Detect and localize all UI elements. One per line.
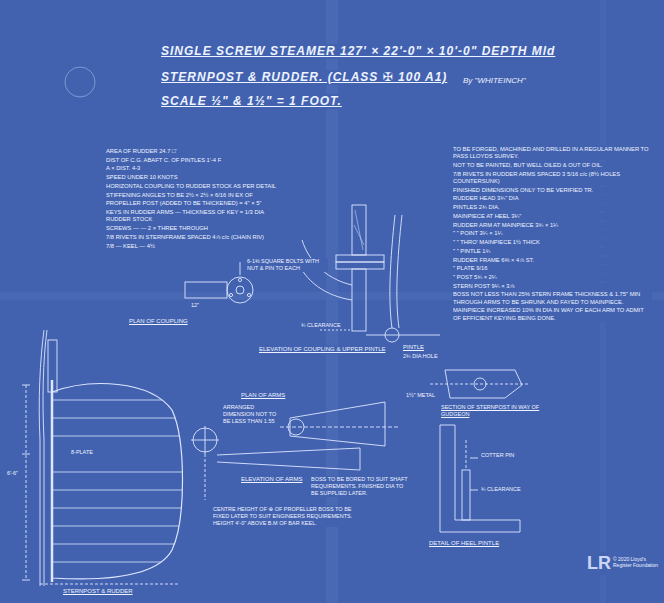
drawing-title: SINGLE SCREW STEAMER 127' × 22'-0" × 10'… [160, 44, 556, 59]
drawing-note: 1½" METAL [405, 392, 436, 399]
spec-note: SCREWS — — 2 × THREE THROUGH [105, 225, 290, 232]
view-title: PINTLE [402, 344, 425, 352]
drawing-note: ¾ CLEARANCE [300, 322, 342, 329]
spec-note: 7/8 RIVETS IN RUDDER ARMS SPACED 3 5/16 … [452, 171, 652, 185]
drawing-note: CENTRE HEIGHT OF ⊕ OF PROPELLER BOSS TO … [212, 506, 364, 527]
drawing-note: BOSS TO BE BORED TO SUIT SHAFT REQUIREME… [310, 476, 412, 497]
drawing-title: SCALE ½" & 1½" = 1 FOOT. [160, 94, 343, 109]
spec-note: " PLATE 9/16 [452, 265, 652, 272]
spec-note: TO BE FORGED, MACHINED AND DRILLED IN A … [452, 146, 652, 160]
view-title: STERNPOST & RUDDER [62, 588, 134, 596]
spec-note: PROPELLER POST (ADDED TO BE THICKENED) =… [105, 200, 290, 207]
view-title: ELEVATION OF ARMS [240, 476, 303, 484]
spec-note: " " THRO' MAINPIECE 1½ THICK [452, 239, 652, 246]
notes-column: TO BE FORGED, MACHINED AND DRILLED IN A … [452, 146, 652, 323]
spec-note: BOSS NOT LESS THAN 25% STERN FRAME THICK… [452, 291, 652, 305]
view-title: PLAN OF ARMS [240, 392, 286, 400]
drawing-note: 12" [190, 302, 200, 309]
drawing-note: 2¾ DIA HOLE [402, 353, 439, 360]
spec-note: RUDDER FRAME 6⅜ × 4⅞ ST. [452, 257, 652, 264]
spec-note: PINTLES 2¾ DIA. [452, 204, 652, 211]
spec-note: MAINPIECE AT HEEL 3¼" [452, 213, 652, 220]
view-title: PLAN OF COUPLING [128, 318, 189, 326]
drawing-note: © 2020 Lloyd's Register Foundation [612, 556, 660, 569]
spec-note: MAINPIECE INCREASED 10% IN DIA IN WAY OF… [452, 307, 652, 321]
spec-note: STERN POST 9¼ × 3⅞ [452, 283, 652, 290]
spec-note: SPEED UNDER 10 KNOTS [105, 174, 290, 181]
spec-note: RUDDER HEAD 3¾" DIA [452, 195, 652, 202]
spec-note: A × DIST. 4-3 [105, 165, 290, 172]
logo-mark: LR [586, 552, 612, 575]
spec-note: STIFFENING ANGLES TO BE 2½ × 2½ × 6/16 I… [105, 192, 290, 199]
spec-note: RUDDER ARM AT MAINPIECE 3¾ × 1¼ [452, 222, 652, 229]
spec-note: " " POINT 3¼ × 1¼ [452, 230, 652, 237]
spec-note: FINISHED DIMENSIONS ONLY TO BE VERIFIED … [452, 187, 652, 194]
spec-note: HORIZONTAL COUPLING TO RUDDER STOCK AS P… [105, 183, 290, 190]
drawing-note: 8-PLATE [70, 449, 94, 456]
spec-note: 7/8 RIVETS IN STERNFRAME SPACED 4⅞ c/c (… [105, 234, 290, 241]
drawing-note: ARRANGED DIMENSION NOT TO BE LESS THAN 1… [222, 404, 286, 425]
drawing-title: STERNPOST & RUDDER. (CLASS ✠ 100 A1) [160, 70, 448, 85]
drawing-note: By "WHITEINCH" [462, 76, 527, 86]
spec-note: DIST OF C.G. ABAFT C. OF PINTLES 1'-4 F [105, 157, 290, 164]
drawing-note: 6-1⅜ SQUARE BOLTS WITH NUT & PIN TO EACH [246, 258, 328, 272]
view-title: DETAIL OF HEEL PINTLE [428, 540, 500, 548]
spec-note: NOT TO BE PAINTED, BUT WELL OILED & OUT … [452, 162, 652, 169]
drawing-note: ¾ CLEARANCE [480, 486, 522, 493]
notes-column: AREA OF RUDDER 24.7 □' DIST OF C.G. ABAFT… [105, 148, 290, 251]
spec-note: AREA OF RUDDER 24.7 □' [105, 148, 290, 155]
drawing-note: 6'-6" [6, 470, 19, 477]
spec-note: 7/8 — KEEL — 4½ [105, 243, 290, 250]
view-title: SECTION OF STERNPOST IN WAY OF GUDGEON [440, 404, 562, 418]
spec-note: " POST 5¾ × 2¼ [452, 274, 652, 281]
spec-note: KEYS IN RUDDER ARMS — THICKNESS OF KEY =… [105, 209, 290, 223]
drawing-note: COTTER PIN [480, 452, 515, 459]
spec-note: " " PINTLE 1¾ [452, 248, 652, 255]
view-title: ELEVATION OF COUPLING & UPPER PINTLE [258, 346, 386, 354]
